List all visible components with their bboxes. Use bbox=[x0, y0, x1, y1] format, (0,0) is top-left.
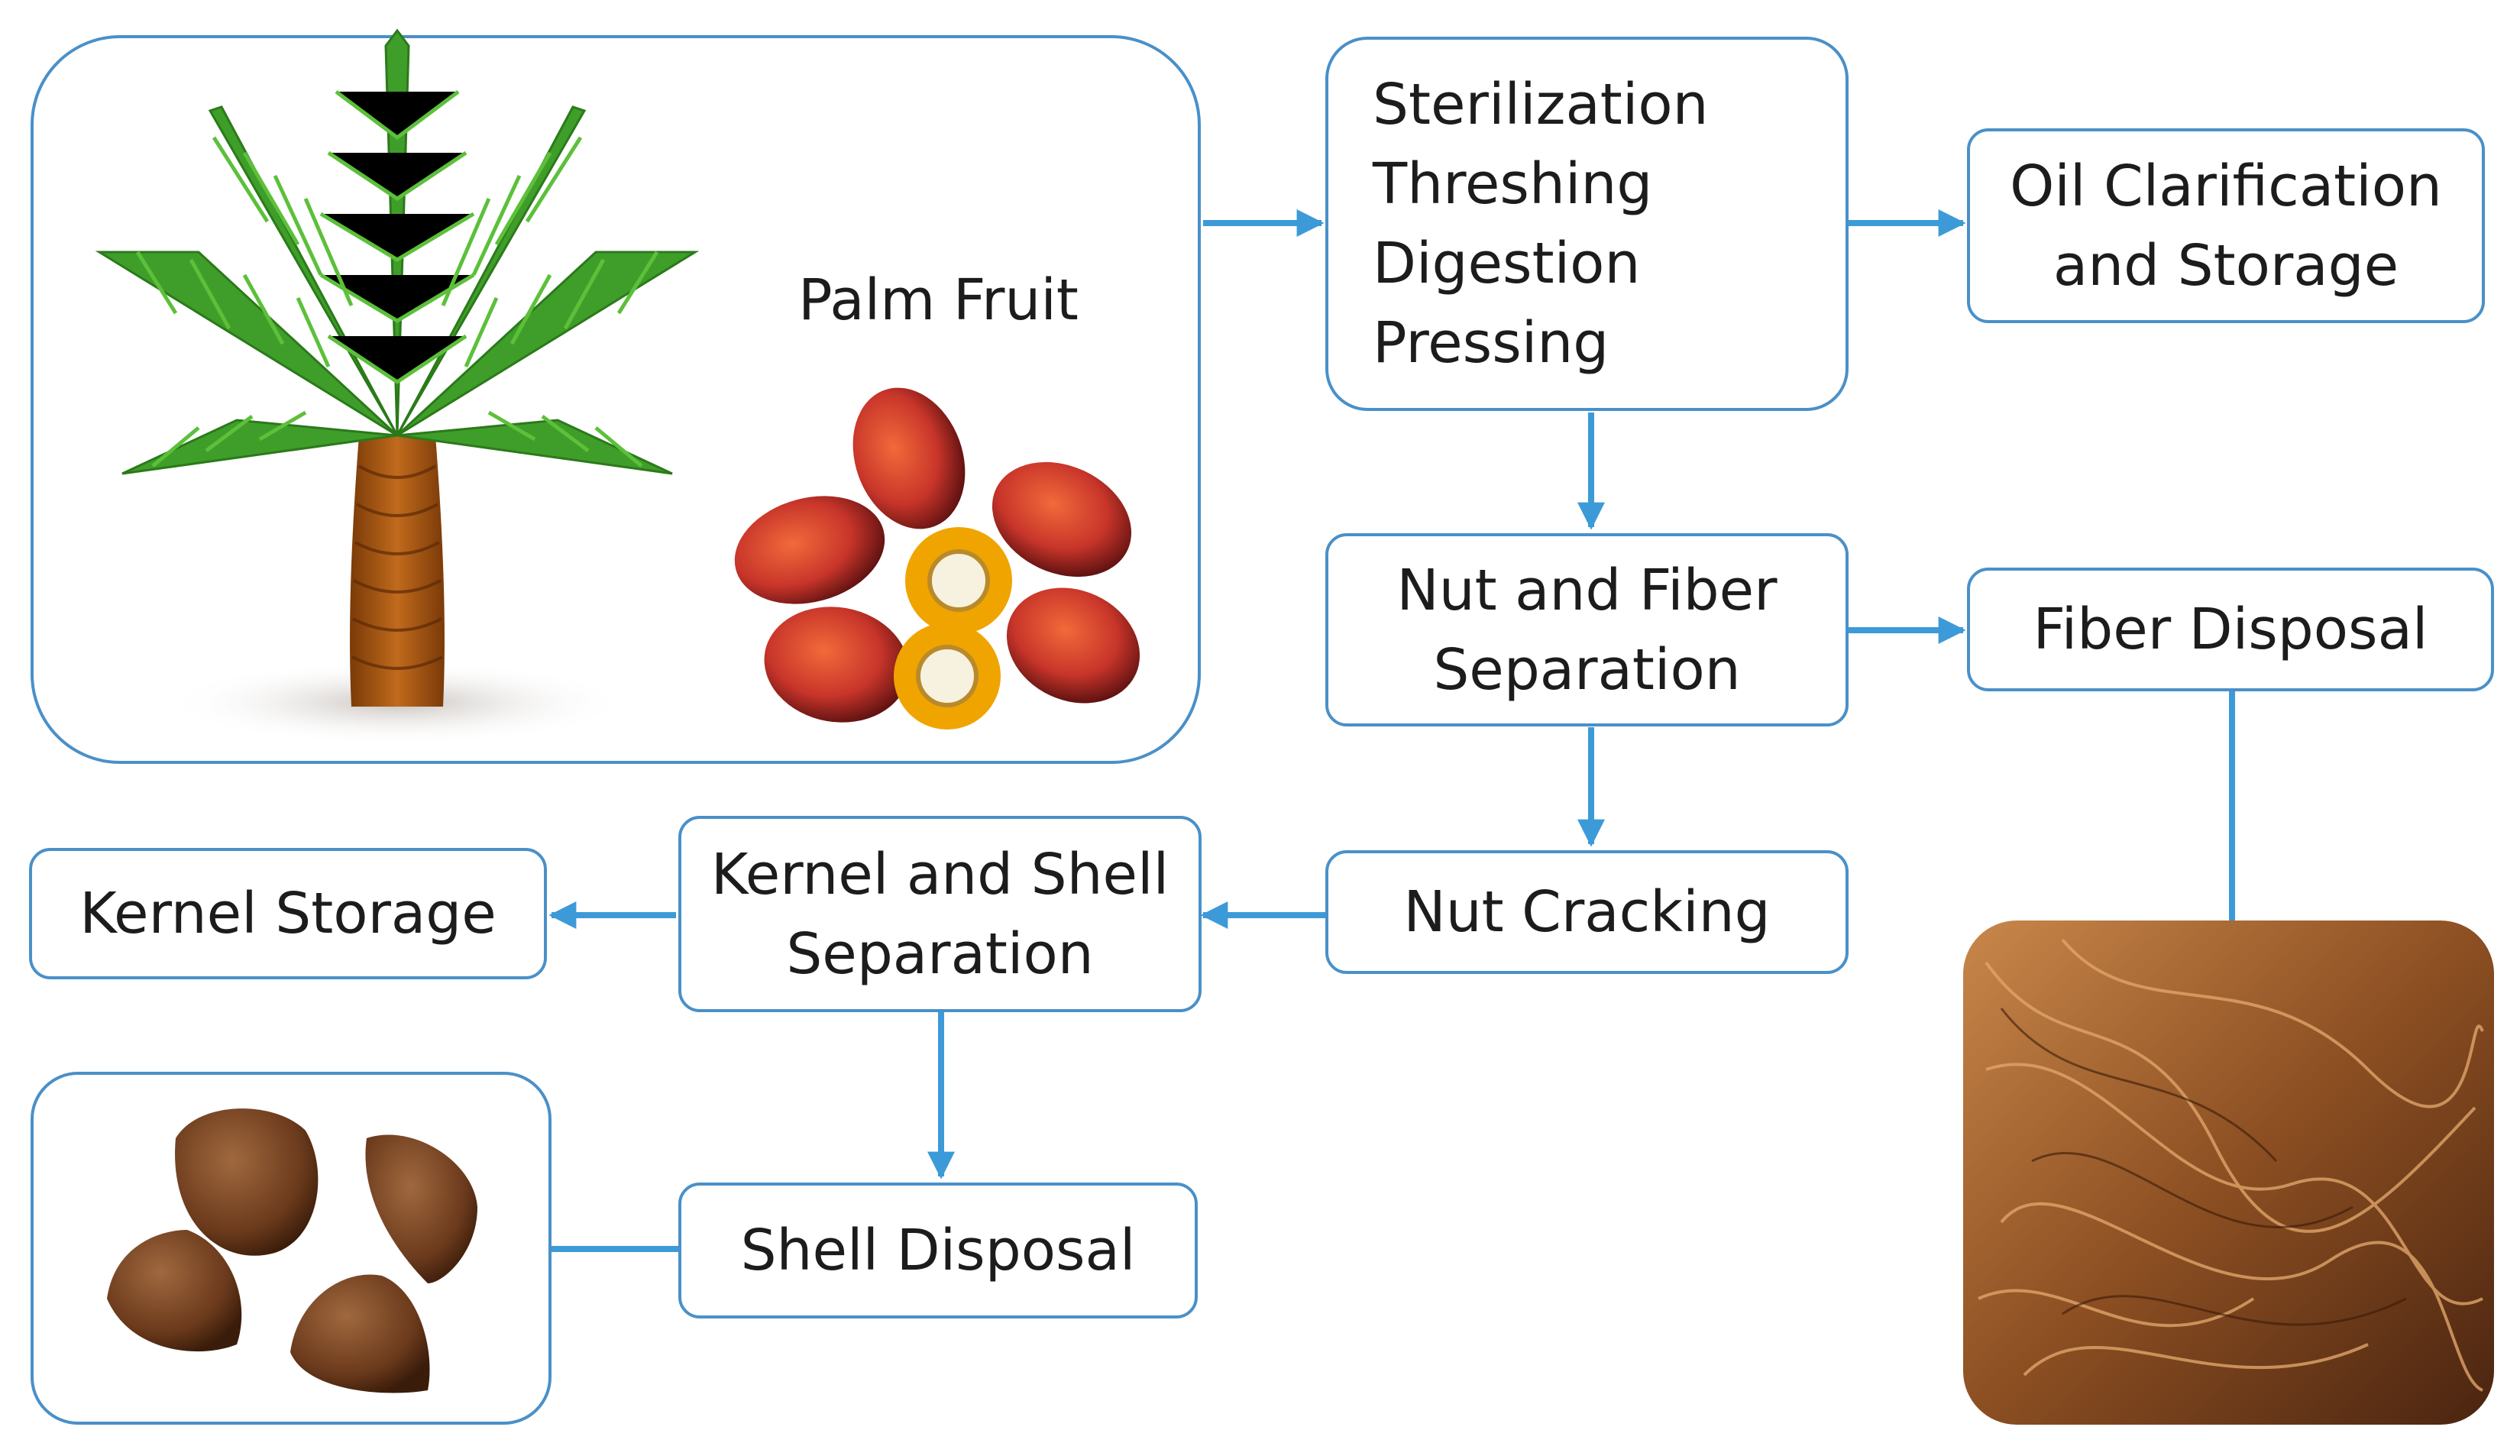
nut-cracking-box: Nut Cracking bbox=[1325, 850, 1849, 974]
shell-disposal-label: Shell Disposal bbox=[740, 1218, 1136, 1283]
nut-fiber-line-1: Nut and Fiber bbox=[1396, 557, 1778, 623]
oil-clarification-box: Oil Clarification and Storage bbox=[1967, 128, 2485, 323]
process-box-sterilization: Sterilization Threshing Digestion Pressi… bbox=[1325, 37, 1849, 411]
shell-image bbox=[107, 1108, 477, 1393]
fiber-image bbox=[1963, 921, 2494, 1425]
oil-line-1: Oil Clarification bbox=[2010, 153, 2442, 219]
palm-fruit-image bbox=[734, 387, 1140, 730]
nut-fiber-line-2: Separation bbox=[1433, 636, 1741, 703]
palm-tree-icon bbox=[95, 28, 700, 707]
kernel-storage-label: Kernel Storage bbox=[79, 881, 497, 946]
kernel-shell-line-2: Separation bbox=[786, 921, 1094, 987]
oil-line-2: and Storage bbox=[2053, 232, 2399, 299]
palm-fruit-label: Palm Fruit bbox=[798, 267, 1079, 333]
shell-disposal-box: Shell Disposal bbox=[678, 1183, 1198, 1318]
nut-fiber-separation-box: Nut and Fiber Separation bbox=[1325, 533, 1849, 726]
kernel-shell-line-1: Kernel and Shell bbox=[710, 841, 1169, 908]
process-line-2: Threshing bbox=[1373, 151, 1653, 217]
kernel-shell-separation-box: Kernel and Shell Separation bbox=[678, 816, 1202, 1012]
fiber-disposal-label: Fiber Disposal bbox=[2033, 597, 2428, 662]
process-line-1: Sterilization bbox=[1373, 72, 1709, 138]
process-line-4: Pressing bbox=[1373, 310, 1609, 376]
connectors bbox=[548, 209, 2235, 1252]
fiber-disposal-box: Fiber Disposal bbox=[1967, 568, 2494, 691]
kernel-storage-box: Kernel Storage bbox=[29, 848, 547, 979]
process-line-3: Digestion bbox=[1373, 231, 1641, 296]
nut-cracking-label: Nut Cracking bbox=[1403, 879, 1771, 945]
